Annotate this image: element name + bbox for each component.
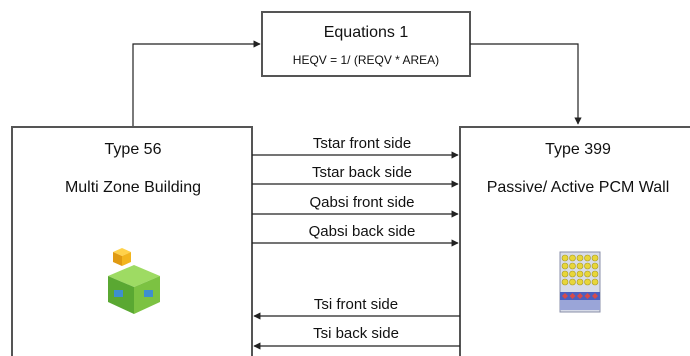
- equations-title: Equations 1: [324, 24, 409, 41]
- equations-box: [261, 11, 471, 77]
- pcm-dot: [591, 278, 599, 286]
- pcm-diamond: [562, 293, 568, 299]
- pcm-dot: [584, 254, 591, 262]
- pcm-dot: [561, 262, 569, 270]
- pcm-dot: [591, 262, 599, 270]
- pcm-dot: [569, 278, 576, 286]
- type56-name: Multi Zone Building: [65, 179, 201, 196]
- pcm-dot: [591, 270, 599, 278]
- pcm-dot: [576, 262, 584, 270]
- label-tstar-back: Tstar back side: [312, 164, 412, 181]
- pcm-dot: [576, 254, 584, 262]
- connector-equations-to-right: [470, 43, 582, 125]
- pcm-dot: [569, 262, 576, 270]
- pcm-diamond: [584, 293, 591, 299]
- pcm-diamond: [592, 293, 598, 299]
- pcm-dot: [584, 270, 591, 278]
- type56-box: [11, 126, 253, 356]
- label-qabsi-front: Qabsi front side: [309, 194, 414, 211]
- pcm-dot: [569, 270, 576, 278]
- pcm-dot: [569, 254, 576, 262]
- pcm-dot: [561, 254, 569, 262]
- pcm-dot: [576, 270, 584, 278]
- pcm-dot: [584, 262, 591, 270]
- label-tstar-front: Tstar front side: [313, 135, 411, 152]
- label-tsi-front: Tsi front side: [314, 296, 398, 313]
- pcm-dot: [576, 278, 584, 286]
- multi-zone-building-icon: [108, 248, 160, 314]
- pcm-diamond: [577, 293, 583, 299]
- connector-left-to-equations: [132, 40, 261, 127]
- type399-box: [459, 126, 690, 356]
- pcm-wall-icon: [559, 251, 601, 313]
- pcm-diamond: [569, 293, 576, 299]
- pcm-dot: [584, 278, 591, 286]
- type399-name: Passive/ Active PCM Wall: [487, 179, 670, 196]
- pcm-dot: [591, 254, 599, 262]
- type399-label: Type 399: [545, 141, 611, 158]
- label-qabsi-back: Qabsi back side: [309, 223, 416, 240]
- pcm-dot: [561, 270, 569, 278]
- pcm-dot: [561, 278, 569, 286]
- label-tsi-back: Tsi back side: [313, 325, 399, 342]
- type56-label: Type 56: [105, 141, 162, 158]
- equations-formula: HEQV = 1/ (REQV * AREA): [293, 53, 439, 67]
